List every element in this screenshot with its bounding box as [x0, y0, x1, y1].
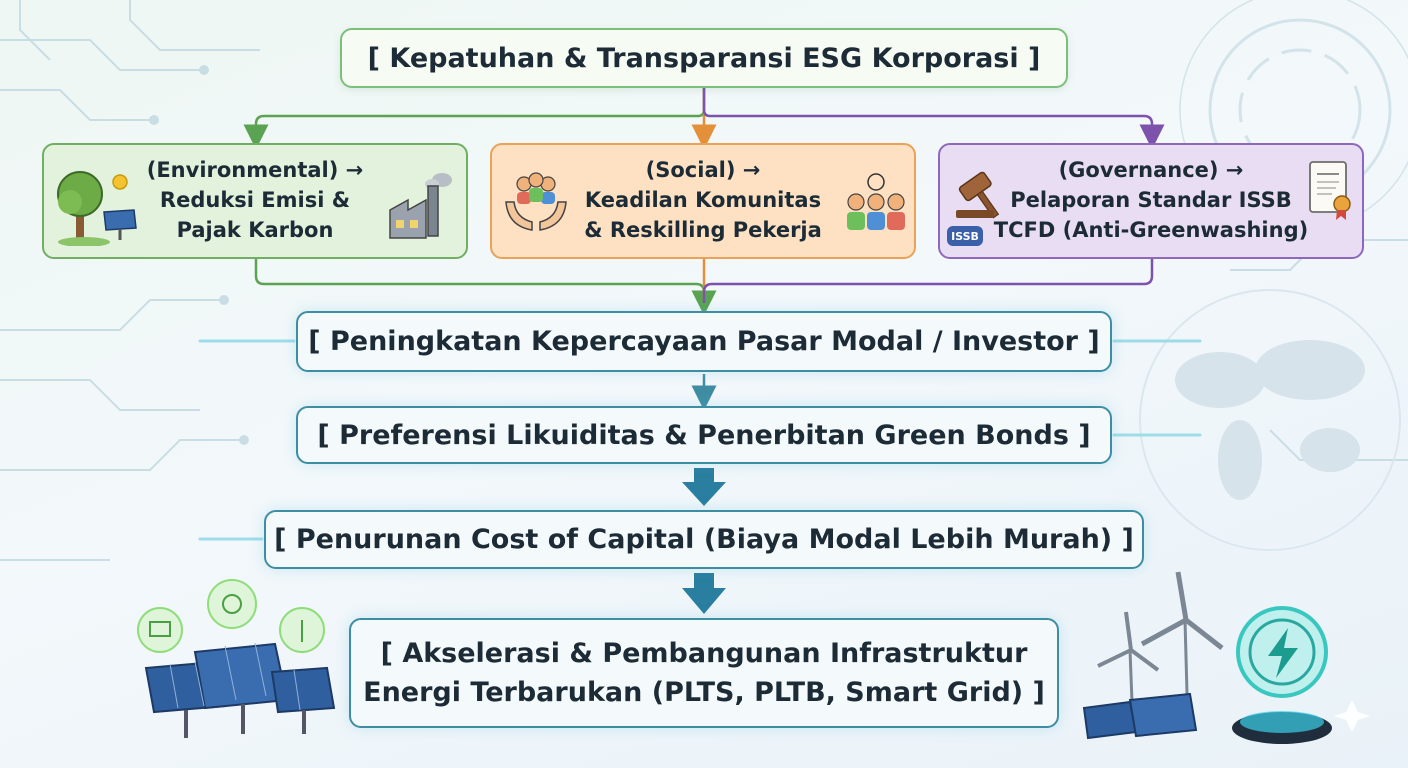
infra-line-2: Energi Terbarukan (PLTS, PLTB, Smart Gri…: [363, 677, 1045, 708]
sun-icon: [112, 174, 128, 190]
connector-top-env: [243, 88, 706, 150]
infra-line-1: [ Akselerasi & Pembangunan Infrastruktur: [380, 637, 1028, 669]
hands-people-icon: [505, 172, 567, 231]
solar-panel-array: [144, 642, 336, 738]
soc-line-1: (Social) →: [645, 158, 761, 183]
community-icon: [847, 173, 905, 230]
soc-line-2: Keadilan Komunitas: [584, 188, 822, 213]
right-solar-panels: [1082, 692, 1198, 740]
sparkle: [1334, 700, 1370, 732]
env-line-1: (Environmental) →: [146, 158, 364, 183]
green-bonds-label: [ Preferensi Likuiditas & Penerbitan Gre…: [317, 419, 1091, 451]
certificate-icon: [1309, 161, 1351, 220]
world-map: [1139, 289, 1401, 551]
gavel-icon: [956, 171, 1000, 219]
gov-line-1: (Governance) →: [1058, 158, 1244, 183]
esg-compliance-box: [ Kepatuhan & Transparansi ESG Korporasi…: [340, 28, 1068, 88]
tree-icon: [57, 171, 137, 246]
big-arrows: [682, 468, 726, 614]
env-line-3: Pajak Karbon: [176, 217, 334, 242]
cost-of-capital-label: [ Penurunan Cost of Capital (Biaya Modal…: [274, 524, 1134, 555]
issb-badge: ISSB: [947, 226, 983, 246]
env-line-2: Reduksi Emisi &: [159, 188, 351, 213]
investor-trust-label: [ Peningkatan Kepercayaan Pasar Modal / …: [308, 326, 1100, 357]
social-pillar: (Social) → Keadilan Komunitas & Reskilli…: [490, 143, 916, 259]
environmental-pillar: (Environmental) → Reduksi Emisi & Pajak …: [42, 143, 468, 259]
governance-pillar: (Governance) → Pelaporan Standar ISSB TC…: [938, 143, 1364, 259]
green-bonds-box: [ Preferensi Likuiditas & Penerbitan Gre…: [296, 406, 1112, 464]
glow-lines: [198, 339, 1202, 541]
glow-icons: [137, 579, 325, 653]
gov-line-3: TCFD (Anti-Greenwashing): [993, 217, 1309, 242]
connector-top-gov: [702, 88, 1165, 150]
connector-gov-investor: [702, 259, 1154, 303]
esg-compliance-label: [ Kepatuhan & Transparansi ESG Korporasi…: [367, 42, 1041, 74]
connector-env-investor: [254, 259, 717, 316]
investor-trust-box: [ Peningkatan Kepercayaan Pasar Modal / …: [296, 311, 1112, 372]
renewable-infrastructure-box: [ Akselerasi & Pembangunan Infrastruktur…: [349, 618, 1059, 728]
arrow-bonds-cost: [682, 468, 726, 506]
solar-panel-icon: [103, 209, 137, 240]
energy-bolt-icon: [1232, 606, 1332, 744]
gov-line-2: Pelaporan Standar ISSB: [1010, 188, 1292, 213]
soc-line-3: & Reskilling Pekerja: [584, 217, 822, 242]
factory-icon: [389, 173, 452, 239]
cost-of-capital-box: [ Penurunan Cost of Capital (Biaya Modal…: [264, 510, 1144, 569]
arrow-cost-infra: [682, 573, 726, 614]
